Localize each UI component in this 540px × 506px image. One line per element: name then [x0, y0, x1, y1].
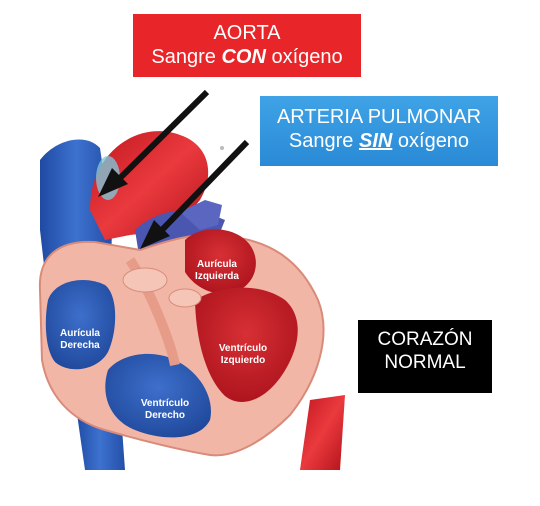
arteria-pulmonar-title: ARTERIA PULMONAR — [276, 106, 482, 128]
corazon-line1: CORAZÓN — [377, 329, 473, 350]
arrow-aorta — [98, 89, 210, 197]
label-auricula-izquierda-2: Izquierda — [195, 271, 239, 282]
label-ventriculo-izquierdo-1: Ventrículo — [219, 343, 267, 354]
corazon-normal-box: CORAZÓN NORMAL — [358, 320, 492, 393]
arteria-pulmonar-subtitle-prefix: Sangre — [288, 130, 359, 152]
label-ventriculo-izquierdo-2: Izquierdo — [221, 355, 265, 366]
arteria-pulmonar-subtitle-suffix: oxígeno — [392, 130, 470, 152]
aorta-subtitle-emphasis: CON — [221, 46, 266, 68]
label-auricula-izquierda-1: Aurícula — [197, 259, 237, 270]
aorta-subtitle-prefix: Sangre — [151, 46, 222, 68]
corazon-line2: NORMAL — [384, 351, 466, 373]
auricula-derecha-chamber — [45, 280, 116, 370]
aorta-label-box: AORTA Sangre CON oxígeno — [133, 14, 361, 77]
label-auricula-derecha-2: Derecha — [60, 340, 100, 351]
speck — [220, 146, 224, 150]
valvula-aortica — [122, 267, 168, 293]
label-ventriculo-derecho-1: Ventrículo — [141, 398, 189, 409]
arteria-pulmonar-subtitle-emphasis: SIN — [358, 130, 393, 152]
arrow-arteria-pulmonar — [140, 139, 250, 249]
aorta-subtitle: Sangre CON oxígeno — [133, 45, 361, 69]
pulmonary-branch — [180, 200, 222, 230]
label-auricula-derecha-1: Aurícula — [60, 328, 100, 339]
arteria-pulmonar-subtitle: Sangre SIN oxígeno — [260, 129, 498, 153]
ventriculo-izquierdo-chamber — [195, 287, 298, 402]
aorta-title: AORTA — [213, 22, 281, 44]
label-ventriculo-derecho-2: Derecho — [145, 410, 185, 421]
valvula-mitral — [168, 288, 202, 308]
ventriculo-derecho-chamber — [105, 353, 211, 438]
auricula-izquierda-chamber — [185, 229, 256, 294]
aorta-descendente — [300, 395, 345, 470]
arteria-pulmonar-label-box: ARTERIA PULMONAR Sangre SIN oxígeno — [260, 96, 498, 166]
aorta-subtitle-suffix: oxígeno — [265, 46, 343, 68]
